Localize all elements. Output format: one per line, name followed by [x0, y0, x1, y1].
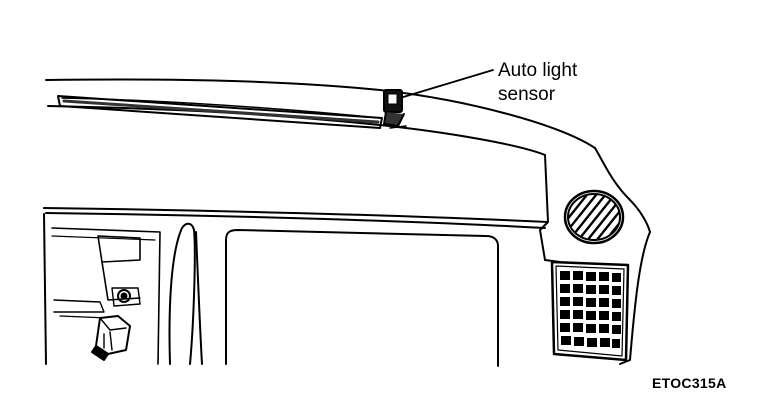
dashboard-right-edge — [619, 231, 651, 365]
callout-leader-line — [399, 69, 494, 99]
sensor-callout-label-line1: Auto light — [498, 60, 578, 81]
dashboard-surface-line — [45, 212, 546, 229]
center-display — [225, 229, 499, 367]
round-air-vent — [563, 189, 625, 245]
dashboard-side-panel — [539, 154, 561, 263]
wiring-connector — [91, 315, 131, 361]
defroster-vent — [57, 95, 383, 129]
sensor-callout-label-line2: sensor — [498, 84, 556, 105]
dashboard-right-profile — [594, 147, 651, 233]
figure-id: ETOC315A — [652, 375, 727, 391]
auto-light-sensor — [383, 89, 407, 129]
left-lower-panel — [43, 213, 161, 365]
dashboard-lower-edge — [43, 207, 549, 223]
dashboard-top-edge-inner — [47, 105, 546, 156]
instrument-cluster-hood — [168, 222, 203, 365]
dashboard-top-edge — [45, 78, 596, 149]
grille-vent — [550, 260, 630, 362]
